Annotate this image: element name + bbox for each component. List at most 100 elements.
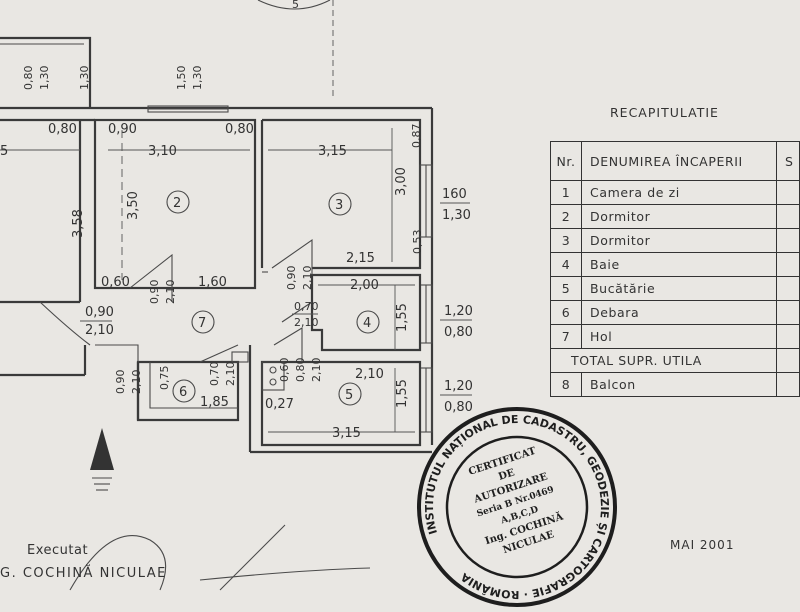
executed-label: Executat (27, 543, 89, 558)
room-4-walls (310, 273, 422, 352)
row-name: Bucătărie (581, 276, 777, 301)
door-debara (199, 344, 239, 363)
dim-label: 1,85 (200, 395, 229, 410)
dim-label: 2,10 (130, 370, 143, 395)
dim-label: 2,00 (350, 278, 379, 293)
dim-label: 1,50 (175, 66, 188, 91)
room-number-2: 2 (173, 196, 181, 211)
room-4-circle (356, 310, 380, 334)
row-name: Camera de zi (581, 180, 777, 205)
row-s (776, 324, 800, 349)
row-s (776, 252, 800, 277)
room-6-walls (136, 360, 240, 422)
room-5-circle (338, 382, 362, 406)
door-bath (281, 301, 313, 323)
row-s (776, 372, 800, 397)
dim-label: 0,80 (22, 66, 35, 91)
door-room3 (271, 238, 313, 275)
room-number-3: 3 (335, 198, 343, 213)
dim-label: 0,87 (410, 124, 423, 149)
dim-label: 3,15 (332, 426, 361, 441)
row-name: Dormitor (581, 228, 777, 253)
row-nr: 1 (550, 180, 582, 205)
row-s (776, 180, 800, 205)
dim-label: 0,90 (148, 280, 161, 305)
row-name: Debara (581, 300, 777, 325)
room-6-circle (172, 379, 196, 403)
row-nr: 5 (550, 276, 582, 301)
dim-label: 1,55 (395, 379, 410, 408)
dim-label: 0,80 (48, 122, 77, 137)
room-number-7: 7 (198, 316, 206, 331)
dim-label: 3,00 (394, 167, 409, 196)
dim-label: 0,70 (294, 300, 319, 313)
dim-label: 2,10 (164, 280, 177, 305)
compass-arc (257, 0, 331, 10)
dim-label: 1,60 (198, 275, 227, 290)
total-label: TOTAL SUPR. UTILA (550, 348, 777, 373)
dim-label: 2,15 (346, 251, 375, 266)
dim-label: 0,80 (294, 358, 307, 383)
room-number-6: 6 (179, 385, 187, 400)
row-nr: 2 (550, 204, 582, 229)
fixture-box (231, 351, 249, 363)
dim-label: 2,10 (294, 316, 319, 329)
stove-burner (269, 378, 277, 386)
row-s (776, 204, 800, 229)
door-room2 (129, 253, 173, 302)
stamp-ring-text: INSTITUTUL NAȚIONAL DE CADASTRU, GEODEZI… (412, 402, 622, 612)
header-name: DENUMIREA ÎNCAPERII (581, 141, 777, 181)
executed-name: G. COCHINĂ NICULAE (0, 566, 167, 581)
signature-stroke (199, 567, 371, 581)
dim-label: 1,30 (78, 66, 91, 91)
dim-label: 0,60 (101, 275, 130, 290)
compass-number: 5 (292, 0, 299, 11)
wall-top-left (0, 36, 92, 108)
room-number-4: 4 (363, 316, 371, 331)
dim-label: 3,58 (71, 209, 86, 238)
dim-label: 2,10 (310, 358, 323, 383)
row-nr: 6 (550, 300, 582, 325)
dim-label: 3,50 (126, 191, 141, 220)
row-nr: 3 (550, 228, 582, 253)
door-living (39, 301, 91, 346)
room-number-5: 5 (345, 388, 353, 403)
room-6-inner (149, 362, 238, 409)
svg-text:INSTITUTUL NAȚIONAL DE CADASTR: INSTITUTUL NAȚIONAL DE CADASTRU, GEODEZI… (412, 402, 622, 612)
dim-label: 0,60 (278, 358, 291, 383)
table-total-row: TOTAL SUPR. UTILA (550, 348, 800, 373)
dim-label: 0,75 (158, 366, 171, 391)
dim-label: 1,20 (444, 379, 473, 394)
row-name: Baie (581, 252, 777, 277)
dim-label: 0,90 (108, 122, 137, 137)
dim-label: 3,10 (148, 144, 177, 159)
dim-label: 2,10 (301, 266, 314, 291)
north-arrow-icon (90, 428, 114, 470)
header-s: S (776, 141, 800, 181)
dim-label: 1,55 (395, 303, 410, 332)
dim-label: 0,53 (411, 230, 424, 255)
row-name: Balcon (581, 372, 777, 397)
dim-label: 0,90 (114, 370, 127, 395)
dim-label: 0,27 (265, 397, 294, 412)
official-stamp: INSTITUTUL NAȚIONAL DE CADASTRU, GEODEZI… (412, 402, 622, 612)
header-nr: Nr. (550, 141, 582, 181)
row-nr: 4 (550, 252, 582, 277)
row-nr: 8 (550, 372, 582, 397)
row-s (776, 348, 800, 373)
table-header-row: Nr. DENUMIREA ÎNCAPERII S (550, 141, 800, 181)
signature-stroke (219, 524, 286, 591)
dim-label: 0,90 (285, 266, 298, 291)
dim-label: 2,10 (224, 362, 237, 387)
row-name: Dormitor (581, 204, 777, 229)
door-kitchen (273, 327, 303, 362)
